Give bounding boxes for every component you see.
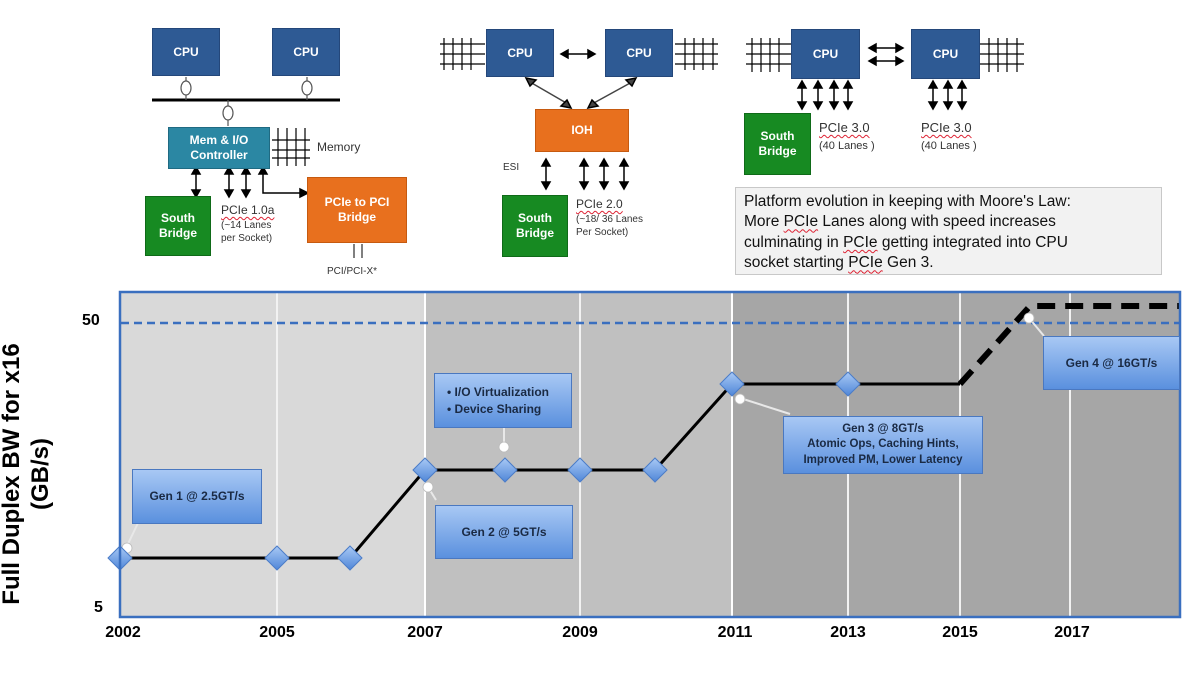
x-tick-label: 2005 [259, 624, 295, 641]
lanes-text: Per Socket) [576, 226, 629, 238]
note-text: getting integrated into CPU [877, 233, 1068, 251]
callout-text: Gen 1 @ 2.5GT/s [149, 489, 245, 504]
diagram3-connectors [746, 38, 1024, 111]
note-text: PCIe [848, 254, 883, 272]
note-line: More PCIe Lanes along with speed increas… [744, 212, 1153, 232]
callout-gen2: Gen 2 @ 5GT/s [435, 505, 573, 559]
south-bridge-block: South Bridge [145, 196, 211, 256]
mem-controller-label: Mem & I/O Controller [189, 133, 249, 162]
cpu-block: CPU [486, 29, 554, 77]
cpu-block: CPU [605, 29, 673, 77]
note-text: More [744, 213, 784, 231]
pcie-version: PCIe 3.0 [921, 120, 972, 135]
cpu-label: CPU [626, 45, 652, 60]
callout-gen3: Gen 3 @ 8GT/s Atomic Ops, Caching Hints,… [783, 416, 983, 474]
ioh-block: IOH [535, 109, 629, 152]
pcie-version: PCIe 1.0a [221, 203, 275, 217]
callout-gen1: Gen 1 @ 2.5GT/s [132, 469, 262, 524]
lanes-text: (~18/ 36 Lanes [576, 213, 643, 225]
cpu-block: CPU [791, 29, 860, 79]
callout-text: Gen 3 @ 8GT/s [842, 422, 924, 435]
x-tick-label: 2007 [407, 624, 443, 641]
callout-text: Gen 2 @ 5GT/s [461, 524, 547, 539]
cpu-label: CPU [812, 46, 839, 61]
lanes-text: (40 Lanes ) [819, 139, 875, 152]
pcie-version: PCIe 2.0 [576, 197, 623, 211]
callout-text: • Device Sharing [447, 401, 542, 416]
bandwidth-line-actual [120, 382, 960, 560]
chart-frame [118, 290, 1182, 619]
memory-label: Memory [317, 140, 361, 154]
note-text: culminating in [744, 233, 844, 251]
era-band-gen2 [425, 293, 732, 616]
lanes-text: (40 Lanes ) [921, 139, 977, 152]
pcie-3-lanes-label: PCIe 3.0 (40 Lanes ) [819, 120, 875, 153]
y-tick-50: 50 [82, 312, 100, 329]
x-tick-label: 2013 [830, 624, 866, 641]
callout-text: • I/O Virtualization [447, 385, 549, 400]
cpu-block: CPU [911, 29, 980, 79]
pcie-1-lanes-label: PCIe 1.0a (~14 Lanes per Socket) [221, 203, 274, 245]
south-bridge-block: South Bridge [502, 195, 568, 257]
cpu-label: CPU [293, 44, 319, 59]
ioh-label: IOH [571, 123, 593, 137]
esi-label: ESI [503, 162, 520, 173]
bandwidth-line-projected [957, 303, 1180, 387]
x-tick-label: 2011 [717, 624, 753, 641]
pcie-2-lanes-label: PCIe 2.0 (~18/ 36 Lanes Per Socket) [576, 197, 643, 239]
cpu-label: CPU [507, 45, 533, 60]
note-line: culminating in PCIe getting integrated i… [744, 233, 1153, 253]
lanes-text: (~14 Lanes [221, 219, 272, 231]
data-point-markers [107, 371, 861, 571]
note-text: socket starting [744, 254, 849, 272]
note-text: PCIe [843, 233, 878, 251]
note-line: socket starting PCIe Gen 3. [744, 253, 1153, 273]
callout-text: Gen 4 @ 16GT/s [1065, 355, 1158, 370]
callout-leaders [126, 317, 1045, 547]
diagram1-connectors [152, 77, 363, 258]
era-band-gen1 [121, 293, 425, 616]
south-bridge-label: South Bridge [758, 129, 797, 158]
x-tick-label: 2017 [1054, 624, 1090, 641]
note-text: Lanes along with speed increases [818, 213, 1056, 231]
cpu-block: CPU [272, 28, 340, 76]
cpu-label: CPU [932, 46, 959, 61]
callout-text: Atomic Ops, Caching Hints, [807, 438, 959, 451]
lanes-text: per Socket) [221, 232, 273, 244]
note-line: Platform evolution in keeping with Moore… [744, 193, 1071, 210]
x-tick-label: 2002 [105, 624, 141, 641]
diagram2-connectors [440, 38, 718, 191]
south-bridge-block: South Bridge [744, 113, 811, 175]
callout-virtualization: • I/O Virtualization • Device Sharing [434, 373, 572, 428]
pcie-version: PCIe 3.0 [819, 120, 870, 135]
cpu-label: CPU [173, 44, 199, 59]
note-text: Gen 3. [882, 254, 934, 272]
x-tick-label: 2009 [562, 624, 598, 641]
x-tick-label: 2015 [942, 624, 978, 641]
pcie-to-pci-bridge-block: PCIe to PCI Bridge [307, 177, 407, 243]
pcie-to-pci-bridge-label: PCIe to PCI Bridge [324, 195, 390, 224]
y-tick-5: 5 [94, 599, 103, 616]
callout-gen4: Gen 4 @ 16GT/s [1043, 336, 1180, 390]
pci-bus-label: PCI/PCI-X* [327, 266, 378, 277]
callout-text: Improved PM, Lower Latency [803, 453, 963, 466]
note-text: PCIe [783, 213, 819, 231]
south-bridge-label: South Bridge [515, 211, 554, 240]
cpu-block: CPU [152, 28, 220, 76]
south-bridge-label: South Bridge [158, 211, 197, 240]
pcie-3-lanes-label: PCIe 3.0 (40 Lanes ) [921, 120, 977, 153]
moores-law-note: Platform evolution in keeping with Moore… [735, 187, 1162, 275]
mem-io-controller-block: Mem & I/O Controller [168, 127, 270, 169]
